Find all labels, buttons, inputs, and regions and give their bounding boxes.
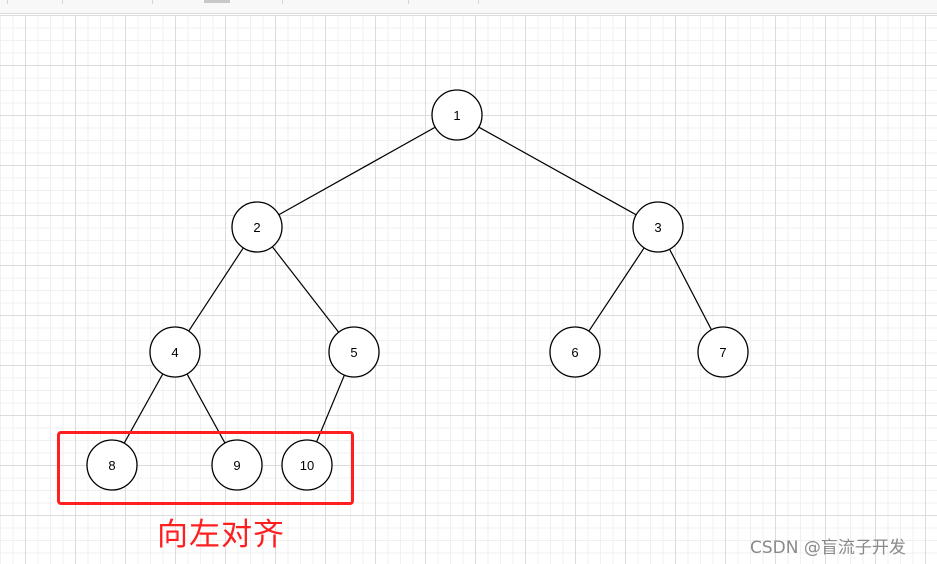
node-circle (281, 439, 333, 491)
node-circle (149, 326, 201, 378)
toolbar-separator (62, 0, 63, 4)
tree-node-10[interactable]: 10 (281, 439, 333, 491)
toolbar-separator (7, 0, 8, 4)
edge-3-6[interactable] (588, 247, 645, 332)
node-circle (231, 201, 283, 253)
edges-layer (123, 126, 712, 444)
node-circle (211, 439, 263, 491)
node-circle (632, 201, 684, 253)
watermark: CSDN @盲流子开发 (750, 538, 906, 558)
node-label: 4 (171, 345, 178, 360)
edge-1-3[interactable] (478, 126, 637, 216)
node-label: 2 (253, 220, 260, 235)
tree-node-3[interactable]: 3 (632, 201, 684, 253)
node-label: 3 (654, 220, 661, 235)
tree-node-8[interactable]: 8 (86, 439, 138, 491)
tree-node-1[interactable]: 1 (431, 89, 483, 141)
toolbar-separator (408, 0, 409, 4)
edge-1-2[interactable] (278, 126, 436, 216)
node-circle (549, 326, 601, 378)
edge-5-10[interactable] (316, 374, 345, 443)
tree-node-5[interactable]: 5 (328, 326, 380, 378)
node-label: 5 (350, 345, 357, 360)
tree-node-4[interactable]: 4 (149, 326, 201, 378)
annotation-label: 向左对齐 (157, 517, 285, 553)
toolbar (0, 0, 937, 14)
toolbar-separator (152, 0, 153, 4)
edge-3-7[interactable] (669, 248, 712, 331)
node-circle (86, 439, 138, 491)
node-circle (697, 326, 749, 378)
node-circle (328, 326, 380, 378)
node-label: 8 (108, 458, 115, 473)
node-circle (431, 89, 483, 141)
node-label: 10 (300, 458, 314, 473)
node-label: 9 (233, 458, 240, 473)
tree-node-9[interactable]: 9 (211, 439, 263, 491)
edge-2-5[interactable] (271, 246, 340, 333)
node-label: 6 (571, 345, 578, 360)
node-label: 7 (719, 345, 726, 360)
tree-node-2[interactable]: 2 (231, 201, 283, 253)
toolbar-active-button[interactable] (204, 0, 230, 3)
tree-node-7[interactable]: 7 (697, 326, 749, 378)
highlight-box[interactable] (57, 431, 354, 505)
edge-2-4[interactable] (188, 247, 244, 332)
toolbar-separator (478, 0, 479, 4)
tree-node-6[interactable]: 6 (549, 326, 601, 378)
toolbar-separator (282, 0, 283, 4)
node-label: 1 (453, 108, 460, 123)
nodes-layer: 1 2 3 4 5 6 7 8 9 10 (86, 89, 749, 491)
